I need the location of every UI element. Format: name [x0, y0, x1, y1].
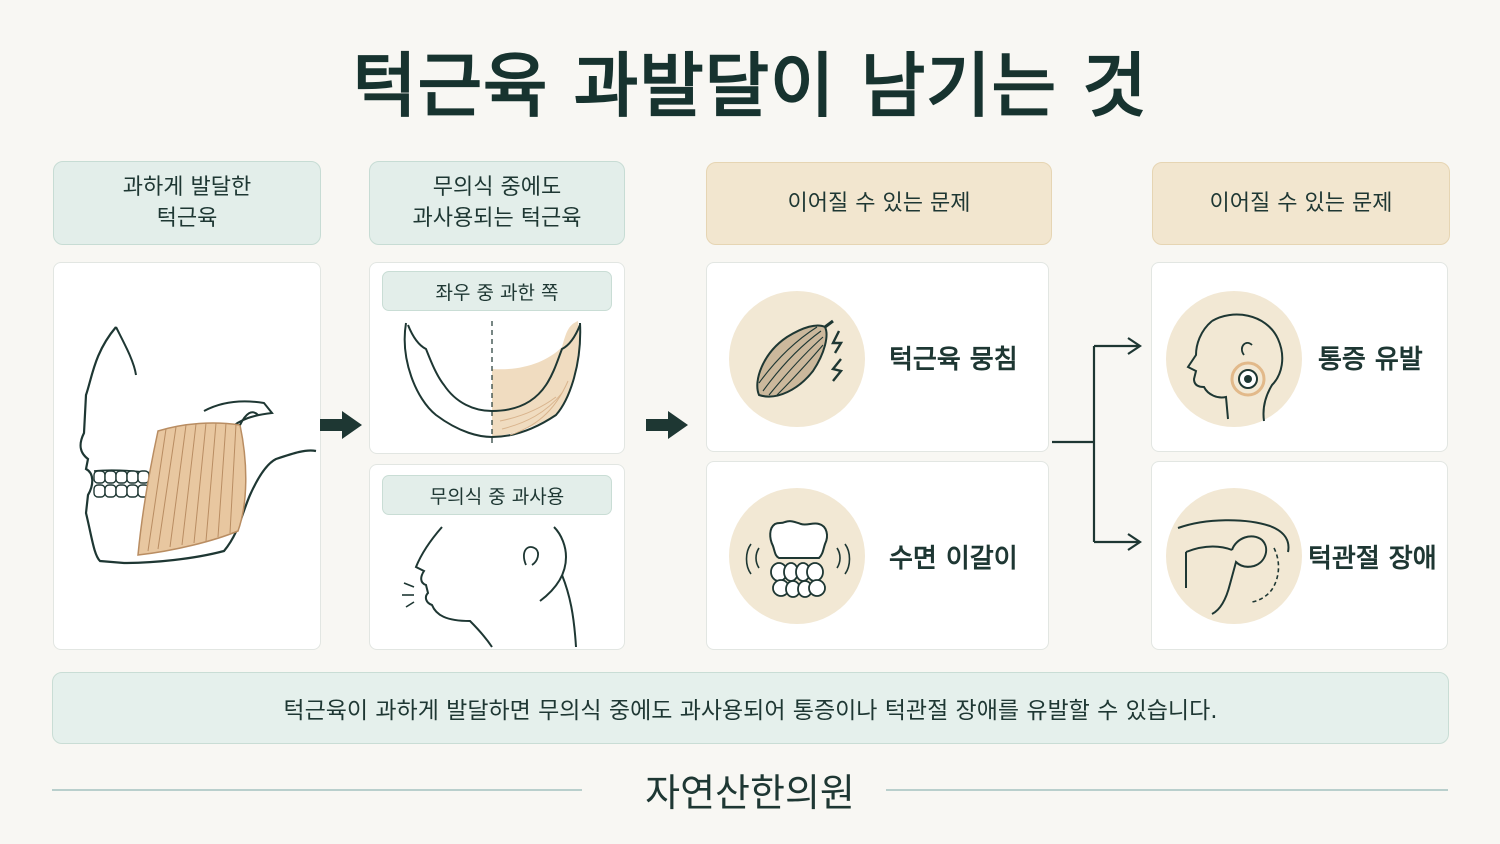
branch-connector [1052, 337, 1142, 551]
header-overdeveloped-muscle: 과하게 발달한 턱근육 [53, 161, 321, 245]
outcome-label-tmj: 턱관절 장애 [1308, 544, 1437, 574]
asymmetry-label: 좌우 중 과한 쪽 [382, 271, 612, 311]
skull-panel [53, 262, 321, 650]
header-possible-problems: 이어질 수 있는 문제 [706, 162, 1052, 245]
muscle-icon [756, 319, 844, 398]
unconscious-panel: 무의식 중 과사용 [369, 464, 625, 650]
jaw-asymmetry-illustration [403, 321, 582, 443]
footer-divider-left [52, 789, 582, 791]
outcome-icon-circle [1166, 488, 1302, 624]
outcome-card-pain: 통증 유발 [1151, 262, 1448, 452]
outcome-label-pain: 통증 유발 [1318, 345, 1423, 375]
header-overused-muscle: 무의식 중에도 과사용되는 턱근육 [369, 161, 625, 245]
arrow-right-icon [320, 411, 362, 439]
problem-card-bruxism: 수면 이갈이 [706, 461, 1049, 650]
skull-masseter-illustration [79, 326, 317, 565]
unconscious-label: 무의식 중 과사용 [382, 475, 612, 515]
outcome-card-tmj: 턱관절 장애 [1151, 461, 1448, 650]
problem-label-bruxism: 수면 이갈이 [889, 544, 1018, 574]
asymmetry-panel: 좌우 중 과한 쪽 [369, 262, 625, 454]
teeth-icon [745, 520, 851, 598]
header-possible-problems-2: 이어질 수 있는 문제 [1152, 162, 1450, 245]
jaw-joint-icon [1177, 519, 1290, 615]
face-profile-illustration [402, 526, 577, 648]
problem-label-muscle-knot: 턱근육 뭉침 [889, 345, 1018, 375]
arrow-right-icon [646, 411, 688, 439]
footer-divider-right [886, 789, 1448, 791]
clinic-name: 자연산한의원 [645, 771, 855, 815]
problem-card-muscle-knot: 턱근육 뭉침 [706, 262, 1049, 452]
summary-banner: 턱근육이 과하게 발달하면 무의식 중에도 과사용되어 통증이나 턱관절 장애를… [52, 672, 1449, 744]
page-title: 턱근육 과발달이 남기는 것 [352, 45, 1148, 127]
head-pain-icon [1186, 313, 1284, 422]
